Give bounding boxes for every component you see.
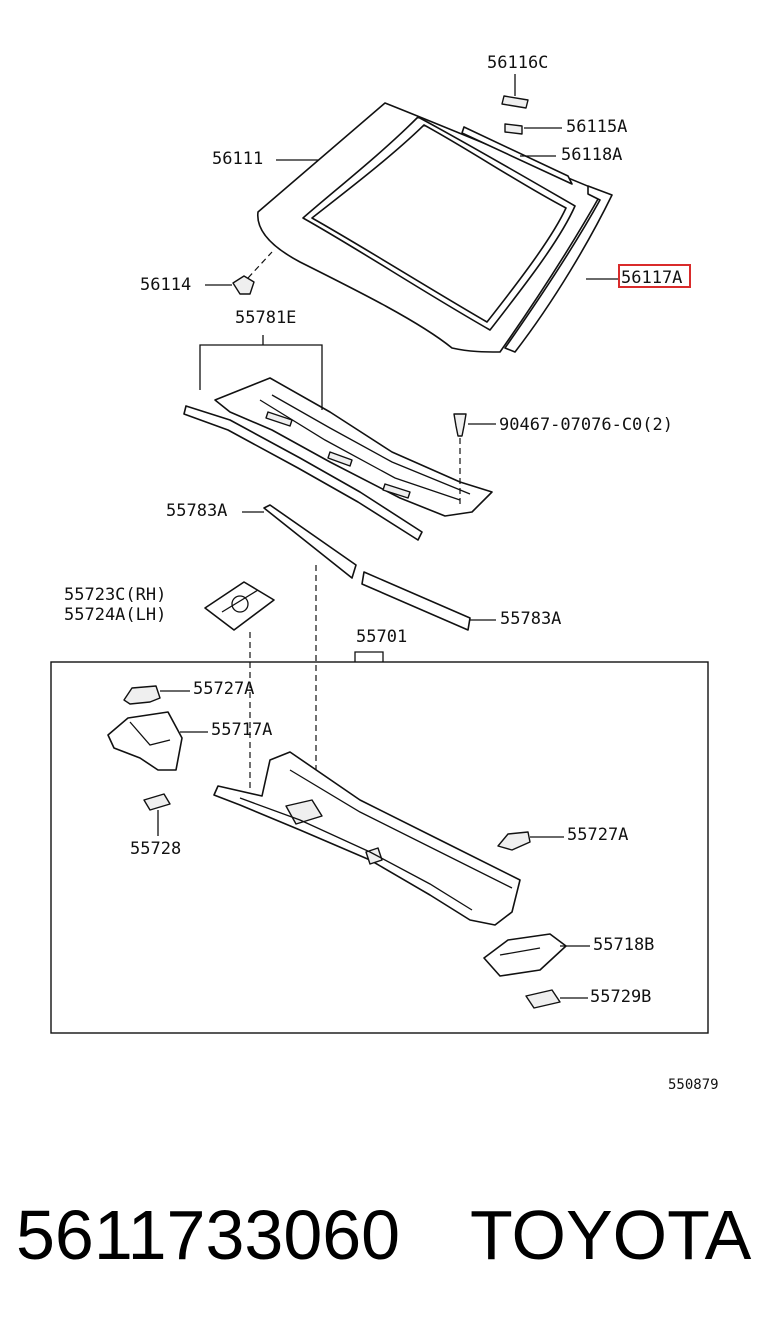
label-55727A-left: 55727A bbox=[193, 679, 254, 699]
seal-55783A-right bbox=[361, 571, 471, 631]
footer: 5611733060 TOYOTA bbox=[0, 1190, 760, 1280]
parts-diagram: 56116C 56115A 56118A 56111 56114 56117A … bbox=[50, 53, 719, 1093]
pad-55729B bbox=[525, 989, 561, 1009]
windshield-glass-56111 bbox=[257, 102, 603, 353]
bracket-55727A-right bbox=[497, 831, 531, 851]
label-55783A-right: 55783A bbox=[500, 609, 561, 629]
diagram-code: 550879 bbox=[668, 1077, 719, 1093]
part-number: 5611733060 bbox=[16, 1196, 401, 1274]
bracket-55718B bbox=[483, 933, 567, 977]
label-56114: 56114 bbox=[140, 275, 191, 295]
label-56117A: 56117A bbox=[621, 268, 682, 288]
bracket-55717A bbox=[107, 711, 183, 771]
molding-56118A bbox=[461, 126, 573, 185]
label-55723C-rh: 55723C(RH) bbox=[64, 585, 166, 605]
seal-55783A-left bbox=[263, 504, 357, 579]
label-55783A-left: 55783A bbox=[166, 501, 227, 521]
label-56111: 56111 bbox=[212, 149, 263, 169]
label-56118A: 56118A bbox=[561, 145, 622, 165]
clip-56115A bbox=[504, 123, 523, 135]
clip-56114 bbox=[232, 275, 255, 295]
brand-name: TOYOTA bbox=[470, 1196, 752, 1274]
spacer-56116C bbox=[501, 95, 529, 109]
label-55728: 55728 bbox=[130, 839, 181, 859]
cowl-panel-55701 bbox=[213, 751, 521, 926]
label-55727A-right: 55727A bbox=[567, 825, 628, 845]
label-56115A: 56115A bbox=[566, 117, 627, 137]
label-55718B: 55718B bbox=[593, 935, 654, 955]
label-56116C: 56116C bbox=[487, 53, 548, 73]
label-55701: 55701 bbox=[356, 627, 407, 647]
label-90467-07076-C0: 90467-07076-C0(2) bbox=[499, 415, 673, 435]
label-55717A: 55717A bbox=[211, 720, 272, 740]
bracket-55723C-55724A bbox=[204, 581, 275, 631]
bracket-55727A-left bbox=[123, 685, 161, 705]
label-55781E: 55781E bbox=[235, 308, 296, 328]
cowl-louver-55781E bbox=[183, 377, 493, 541]
pad-55728 bbox=[143, 793, 171, 811]
molding-56117A bbox=[504, 185, 613, 353]
label-55729B: 55729B bbox=[590, 987, 651, 1007]
subassembly-frame-55701 bbox=[50, 661, 709, 1034]
highlight-box-56117A bbox=[618, 264, 691, 288]
clip-90467 bbox=[453, 413, 467, 437]
label-55724A-lh: 55724A(LH) bbox=[64, 605, 166, 625]
